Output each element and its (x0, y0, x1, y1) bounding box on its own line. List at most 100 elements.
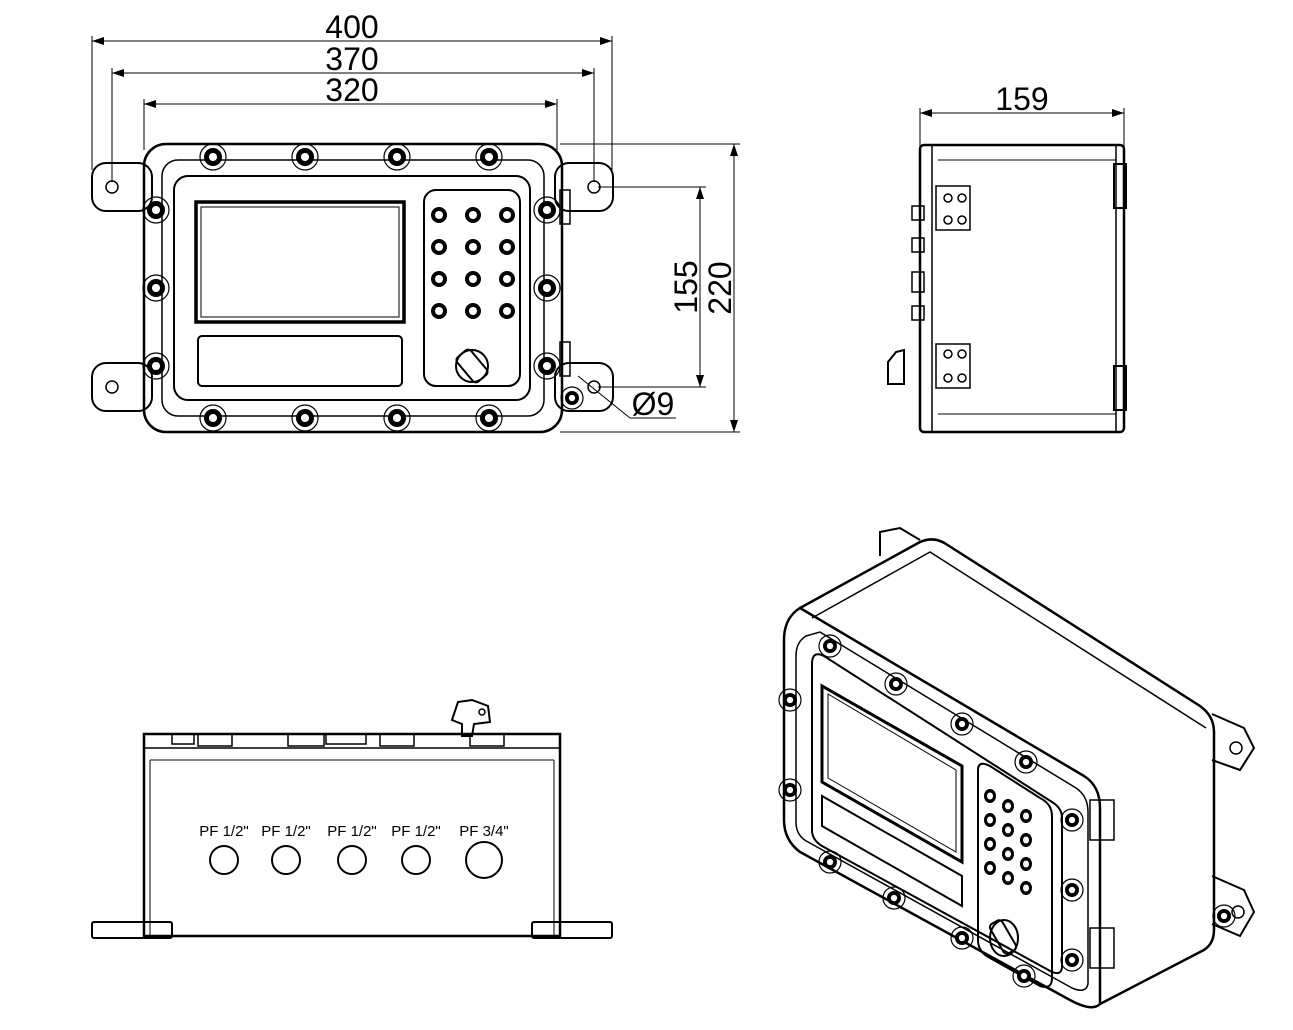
latch (935, 185, 971, 231)
iso-keypad-keys (984, 789, 1032, 895)
keypad-keys (431, 207, 515, 319)
iso-bolt (1014, 750, 1038, 774)
side-body (918, 143, 1126, 434)
iso-bolt (882, 886, 906, 910)
bolt (142, 196, 170, 224)
iso-bolt (1060, 878, 1084, 902)
iso-display (820, 683, 964, 865)
bolt (560, 386, 584, 410)
iso-keypad-key (984, 861, 996, 875)
conduit-ports: PF 1/2" PF 1/2" PF 1/2" PF 1/2" PF 3/4" (199, 823, 509, 879)
iso-flange (795, 631, 1089, 991)
iso-keypad-key (1020, 881, 1032, 895)
bolt (533, 274, 561, 302)
iso-edge (811, 551, 1207, 729)
iso-bolt (1012, 964, 1036, 988)
port-label: PF 1/2" (391, 823, 441, 840)
bolt (475, 404, 503, 432)
iso-keypad-key (984, 837, 996, 851)
display-inner (200, 206, 400, 318)
display-window (194, 200, 406, 324)
dimension-lines (91, 36, 740, 433)
iso-keypad-key (1020, 809, 1032, 823)
keypad-key (499, 271, 515, 287)
mount-foot-right (531, 921, 613, 939)
port-label: PF 1/2" (199, 823, 249, 840)
dim-overall-height: 220 (702, 261, 738, 314)
isometric-view (778, 526, 1256, 1009)
bolt (533, 352, 561, 380)
conduit-port: PF 1/2" (261, 823, 311, 875)
dim-body-width: 320 (325, 72, 378, 108)
mount-ear (1211, 875, 1256, 938)
keypad-key (499, 207, 515, 223)
bolt (533, 196, 561, 224)
iso-bolt (778, 688, 802, 712)
mount-hole (105, 180, 119, 194)
mount-ear-bottom-left (91, 362, 153, 412)
bolt (383, 143, 411, 171)
iso-bolt (950, 926, 974, 950)
port-label: PF 3/4" (459, 823, 509, 840)
keypad-key (431, 239, 447, 255)
iso-side-face (1099, 732, 1216, 1006)
iso-selector-switch-icon (988, 919, 1019, 957)
iso-label-plate (821, 794, 963, 908)
dim-overall-width: 400 (325, 9, 378, 45)
dim-hole-diameter: Ø9 (632, 386, 675, 422)
dim-mount-height: 155 (668, 260, 704, 313)
bolt (199, 143, 227, 171)
latch (1089, 927, 1115, 969)
bolt (142, 274, 170, 302)
iso-bolt (818, 634, 842, 658)
keypad-key (465, 239, 481, 255)
iso-keypad-key (1002, 823, 1014, 837)
port-label: PF 1/2" (261, 823, 311, 840)
conduit-port: PF 1/2" (199, 823, 249, 875)
iso-top-face (799, 538, 1216, 733)
keypad-panel (423, 189, 521, 387)
dim-mount-width: 370 (325, 41, 378, 77)
iso-bolt (950, 712, 974, 736)
bolt (142, 352, 170, 380)
latch (935, 343, 971, 389)
dimension-arrows (92, 37, 738, 432)
enclosure-body (142, 142, 564, 434)
keypad-key (431, 303, 447, 319)
bolt (383, 404, 411, 432)
label-plate (197, 335, 403, 387)
iso-bolts (778, 634, 1236, 988)
hinge (559, 341, 571, 377)
mount-ear-top-left (91, 162, 153, 212)
bolt (475, 143, 503, 171)
mount-ear (1211, 713, 1256, 772)
iso-keypad-key (984, 789, 996, 803)
iso-keypad-key (1002, 871, 1014, 885)
hinge (1113, 365, 1127, 411)
bottom-view: PF 1/2" PF 1/2" PF 1/2" PF 1/2" PF 3/4" (91, 698, 613, 939)
bolt (291, 143, 319, 171)
iso-bolt (884, 672, 908, 696)
front-bolts (142, 143, 584, 432)
hinge (559, 189, 571, 225)
iso-keypad-key (1020, 833, 1032, 847)
enclosure-flange (161, 159, 545, 417)
selector-switch-side (887, 348, 905, 385)
iso-bolt (1212, 904, 1236, 928)
conduit-port: PF 1/2" (327, 823, 377, 875)
selector-switch-top (450, 698, 492, 737)
conduit-port: PF 3/4" (459, 823, 509, 879)
keypad-key (431, 207, 447, 223)
conduit-port: PF 1/2" (391, 823, 441, 875)
iso-bolt (818, 850, 842, 874)
hinge (1113, 163, 1127, 209)
keypad-key (465, 303, 481, 319)
iso-keypad-key (1002, 799, 1014, 813)
iso-panel (811, 653, 1063, 975)
bolt (291, 404, 319, 432)
keypad-key (499, 303, 515, 319)
iso-keypad-key (1020, 857, 1032, 871)
selector-switch-icon (455, 348, 489, 384)
iso-keypad-key (1002, 847, 1014, 861)
